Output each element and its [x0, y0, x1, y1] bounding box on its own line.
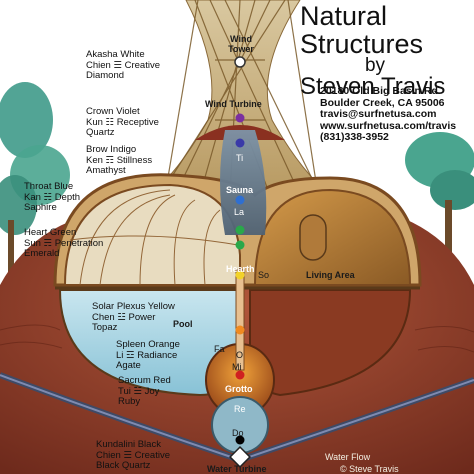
email-address: travis@surfnetusa.com	[320, 108, 437, 120]
chakra-dots	[235, 113, 245, 445]
earth-strata	[0, 324, 474, 353]
spleen-chakra-dot	[235, 325, 245, 335]
right-tree	[405, 132, 474, 260]
title-block: Natural Structures by Steven Travis	[300, 2, 450, 100]
hearth-label: Hearth	[226, 264, 255, 274]
note-mi: Mi	[232, 362, 242, 372]
chakra-label-solar-plexus: Solar Plexus Yellow Chen ☳ Power Topaz	[92, 301, 175, 333]
copyright-label: © Steve Travis	[340, 464, 399, 474]
kundalini-chakra-dot	[235, 435, 245, 445]
solar-plexus-chakra-dot	[235, 270, 245, 280]
left-dome-frame	[69, 189, 239, 286]
contact-block: 20180 Old Big Basin Rd Boulder Creek, CA…	[320, 85, 457, 144]
crown-chakra-dot	[235, 113, 245, 123]
chakra-label-brow: Brow Indigo Ken ☶ Stillness Amathyst	[86, 144, 153, 176]
note-o: O	[236, 350, 244, 360]
address-line-1: 20180 Old Big Basin Rd	[320, 85, 438, 97]
water-turbine-label: Water Turbine	[207, 464, 267, 474]
chakra-label-kundalini: Kundalini Black Chien ☰ Creative Black Q…	[96, 439, 170, 471]
brow-chakra-dot	[235, 138, 245, 148]
note-re: Re	[234, 404, 246, 414]
water-turbine-icon	[229, 446, 251, 468]
sauna-column	[220, 130, 267, 235]
chakra-label-throat: Throat Blue Kan ☵ Depth Saphire	[24, 181, 81, 213]
akasha-chakra-dot	[234, 56, 246, 68]
door	[299, 214, 327, 261]
left-tree	[0, 82, 70, 280]
heart-chakra-dot	[235, 225, 245, 235]
central-shaft	[235, 269, 245, 371]
title-line-2: Structures	[300, 29, 424, 59]
phone-number: (831)338-3952	[320, 131, 389, 143]
title-line-1: Natural	[300, 1, 388, 31]
author-name: Steven Travis	[300, 73, 446, 100]
note-la: La	[234, 207, 245, 217]
note-fa: Fa	[214, 344, 225, 354]
sacrum-chakra-dot	[235, 370, 245, 380]
chakra-label-crown: Crown Violet Kun ☷ Receptive Quartz	[86, 106, 159, 138]
living-area-label: Living Area	[306, 270, 355, 280]
title-line-3: by	[364, 55, 386, 76]
pool-label: Pool	[173, 319, 193, 329]
water-flow-label: Water Flow	[325, 452, 371, 462]
throat-chakra-dot	[235, 195, 245, 205]
chakra-label-akasha: Akasha White Chien ☰ Creative Diamond	[86, 49, 160, 81]
chakra-label-spleen: Spleen Orange Li ☲ Radiance Agate	[116, 339, 180, 371]
note-so: So	[258, 270, 270, 280]
website-address: www.surfnetusa.com/travis	[320, 119, 457, 132]
note-ti: Ti	[236, 153, 244, 163]
note-do: Do	[232, 428, 244, 438]
sauna-label: Sauna	[226, 185, 254, 195]
chakra-label-heart: Heart Green Sun ☴ Penetration Emerald	[24, 227, 104, 259]
wind-turbine-label: Wind Turbine	[205, 99, 262, 109]
heart-chakra-dot-2	[235, 240, 245, 250]
grotto-label: Grotto	[225, 384, 253, 394]
address-line-2: Boulder Creek, CA 95006	[320, 96, 445, 109]
wind-tower-label: Wind Tower	[228, 34, 254, 54]
chakra-label-sacrum: Sacrum Red Tui ☱ Joy Ruby	[118, 375, 171, 407]
